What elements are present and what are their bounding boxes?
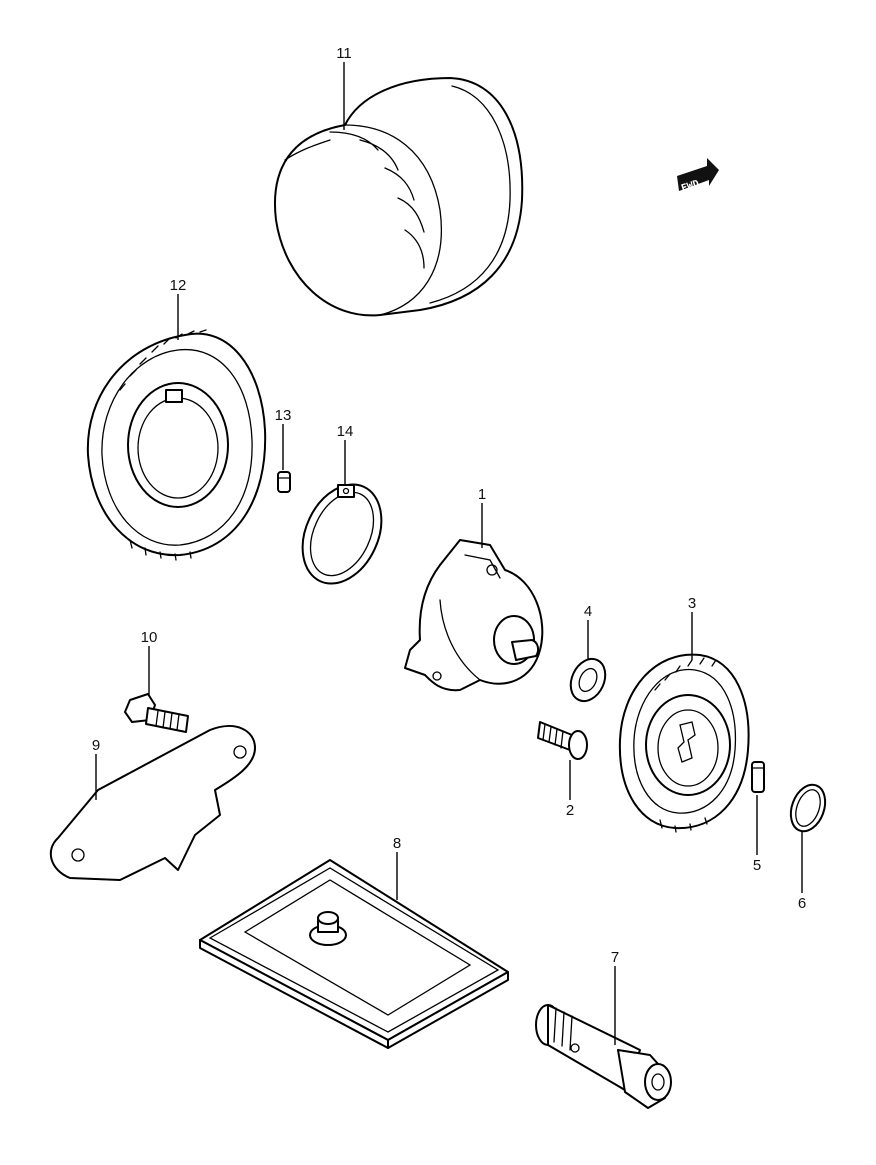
dowel-pin-right [751, 761, 765, 793]
callout-part-7: 7 [611, 949, 619, 966]
callout-part-14: 14 [337, 423, 354, 440]
washer [569, 657, 607, 703]
callout-part-11: 11 [336, 45, 352, 62]
dowel-pin-left [277, 471, 291, 493]
pump-drive-sprocket [86, 329, 267, 561]
callout-part-13: 13 [275, 407, 292, 424]
flange-bolt [124, 693, 189, 733]
callout-part-10: 10 [141, 629, 158, 646]
oil-fitting [535, 1004, 672, 1109]
oil-filter [274, 77, 524, 317]
pump-driven-gear [618, 653, 750, 833]
callout-part-9: 9 [92, 737, 100, 754]
callout-part-12: 12 [170, 277, 187, 294]
fwd-label: FWD [680, 179, 701, 195]
circlip-right [789, 783, 827, 833]
callout-labels: 11 12 13 14 1 4 2 3 5 6 10 9 8 7 [92, 45, 806, 966]
callout-part-5: 5 [753, 857, 761, 874]
leader-lines [95, 62, 803, 1045]
screw [537, 721, 588, 760]
oil-strainer [199, 859, 509, 1049]
fwd-direction-badge: FWD [677, 158, 719, 195]
callout-part-4: 4 [584, 603, 592, 620]
callout-part-6: 6 [798, 895, 806, 912]
callout-part-2: 2 [566, 802, 574, 819]
oil-pump-cover-plate [49, 725, 256, 881]
circlip-left [301, 483, 383, 585]
callout-part-8: 8 [393, 835, 401, 852]
callout-part-3: 3 [688, 595, 696, 612]
callout-part-1: 1 [478, 486, 486, 503]
oil-pump-assembly [404, 539, 544, 692]
